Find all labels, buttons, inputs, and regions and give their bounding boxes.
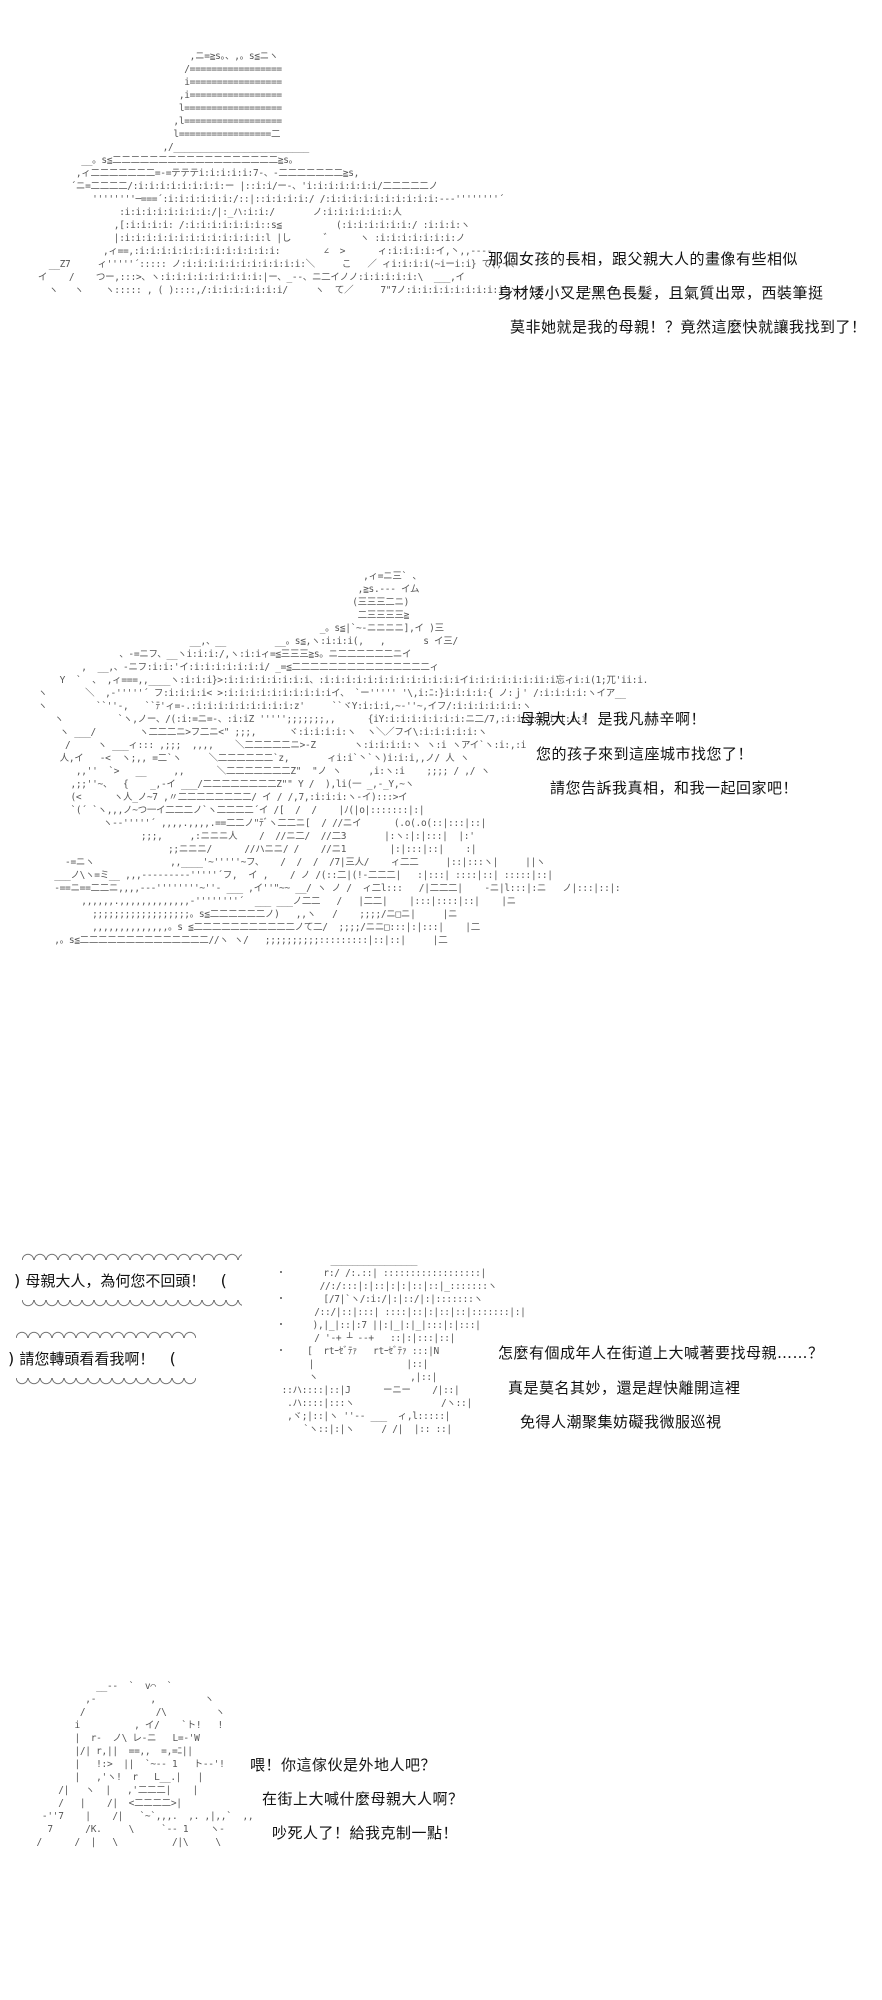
panel-girl-with-hat: ,ニ=≧s。、,。s≦ニヽ /================= i======… (0, 0, 882, 420)
panel-passerby-walking-away: ) 母親大人，為何您不回頭！ ( ) 請您轉頭看看我啊！ ( _________… (0, 1250, 882, 1510)
ascii-art-passerby-back-view: ________________ ・ r:/ /:.::| ::::::::::… (276, 1255, 526, 1435)
ascii-art-stranger: __-- ` v⌒ ` ,- , ヽ / /\ ヽ i , イ/ `ト! ! |… (36, 1681, 254, 1848)
panel-van-helsing-shouting: ,ィ=ニ三` 、 ,≧s.--- イム (三三三二ニ) (0, 560, 882, 1090)
narration-line-1: 那個女孩的長相，跟父親大人的畫像有些相似 (488, 250, 799, 268)
shout-text-1: 母親大人，為何您不回頭！ (25, 1272, 206, 1290)
dialogue-line-1: 母親大人！是我凡赫辛啊！ (520, 710, 707, 728)
bubble-right-paren: ( (154, 1349, 176, 1368)
shout-bubble-1: ) 母親大人，為何您不回頭！ ( (14, 1252, 250, 1308)
narration-line-1: 怎麼有個成年人在街道上大喊著要找母親……？ (498, 1344, 824, 1362)
dialogue-line-3: 請您告訴我真相，和我一起回家吧！ (550, 779, 799, 797)
bubble-left-paren: ) (14, 1271, 26, 1290)
dialogue-line-3: 吵死人了！給我克制一點！ (272, 1824, 459, 1842)
shout-bubble-2: ) 請您轉頭看看我啊！ ( (8, 1330, 204, 1386)
dialogue-line-1: 喂！你這傢伙是外地人吧？ (250, 1756, 437, 1774)
bubble-edge-top (16, 1330, 196, 1338)
bubble-edge-bottom (16, 1378, 196, 1386)
panel-stranger-complaining: __-- ` v⌒ ` ,- , ヽ / /\ ヽ i , イ/ `ト! ! |… (0, 1680, 882, 2000)
narration-line-3: 莫非她就是我的母親！？竟然這麼快就讓我找到了！ (510, 318, 867, 336)
dialogue-line-2: 您的孩子來到這座城市找您了！ (536, 745, 754, 763)
bubble-edge-top (22, 1252, 242, 1260)
dialogue-line-2: 在街上大喊什麼母親大人啊？ (262, 1790, 464, 1808)
narration-line-3: 免得人潮聚集妨礙我微服巡視 (520, 1413, 722, 1431)
shout-text-2: 請您轉頭看看我啊！ (19, 1350, 155, 1368)
bubble-left-paren: ) (8, 1349, 20, 1368)
ascii-art-girl-with-hat: ,ニ=≧s。、,。s≦ニヽ /================= i======… (37, 51, 631, 296)
ascii-art-van-helsing: ,ィ=ニ三` 、 ,≧s.--- イム (三三三二ニ) (37, 571, 649, 946)
bubble-edge-bottom (22, 1300, 242, 1308)
bubble-right-paren: ( (205, 1271, 227, 1290)
narration-line-2: 真是莫名其妙，還是趕快離開這裡 (508, 1379, 741, 1397)
narration-line-2: 身材矮小又是黑色長髮，且氣質出眾，西裝筆挺 (498, 284, 824, 302)
